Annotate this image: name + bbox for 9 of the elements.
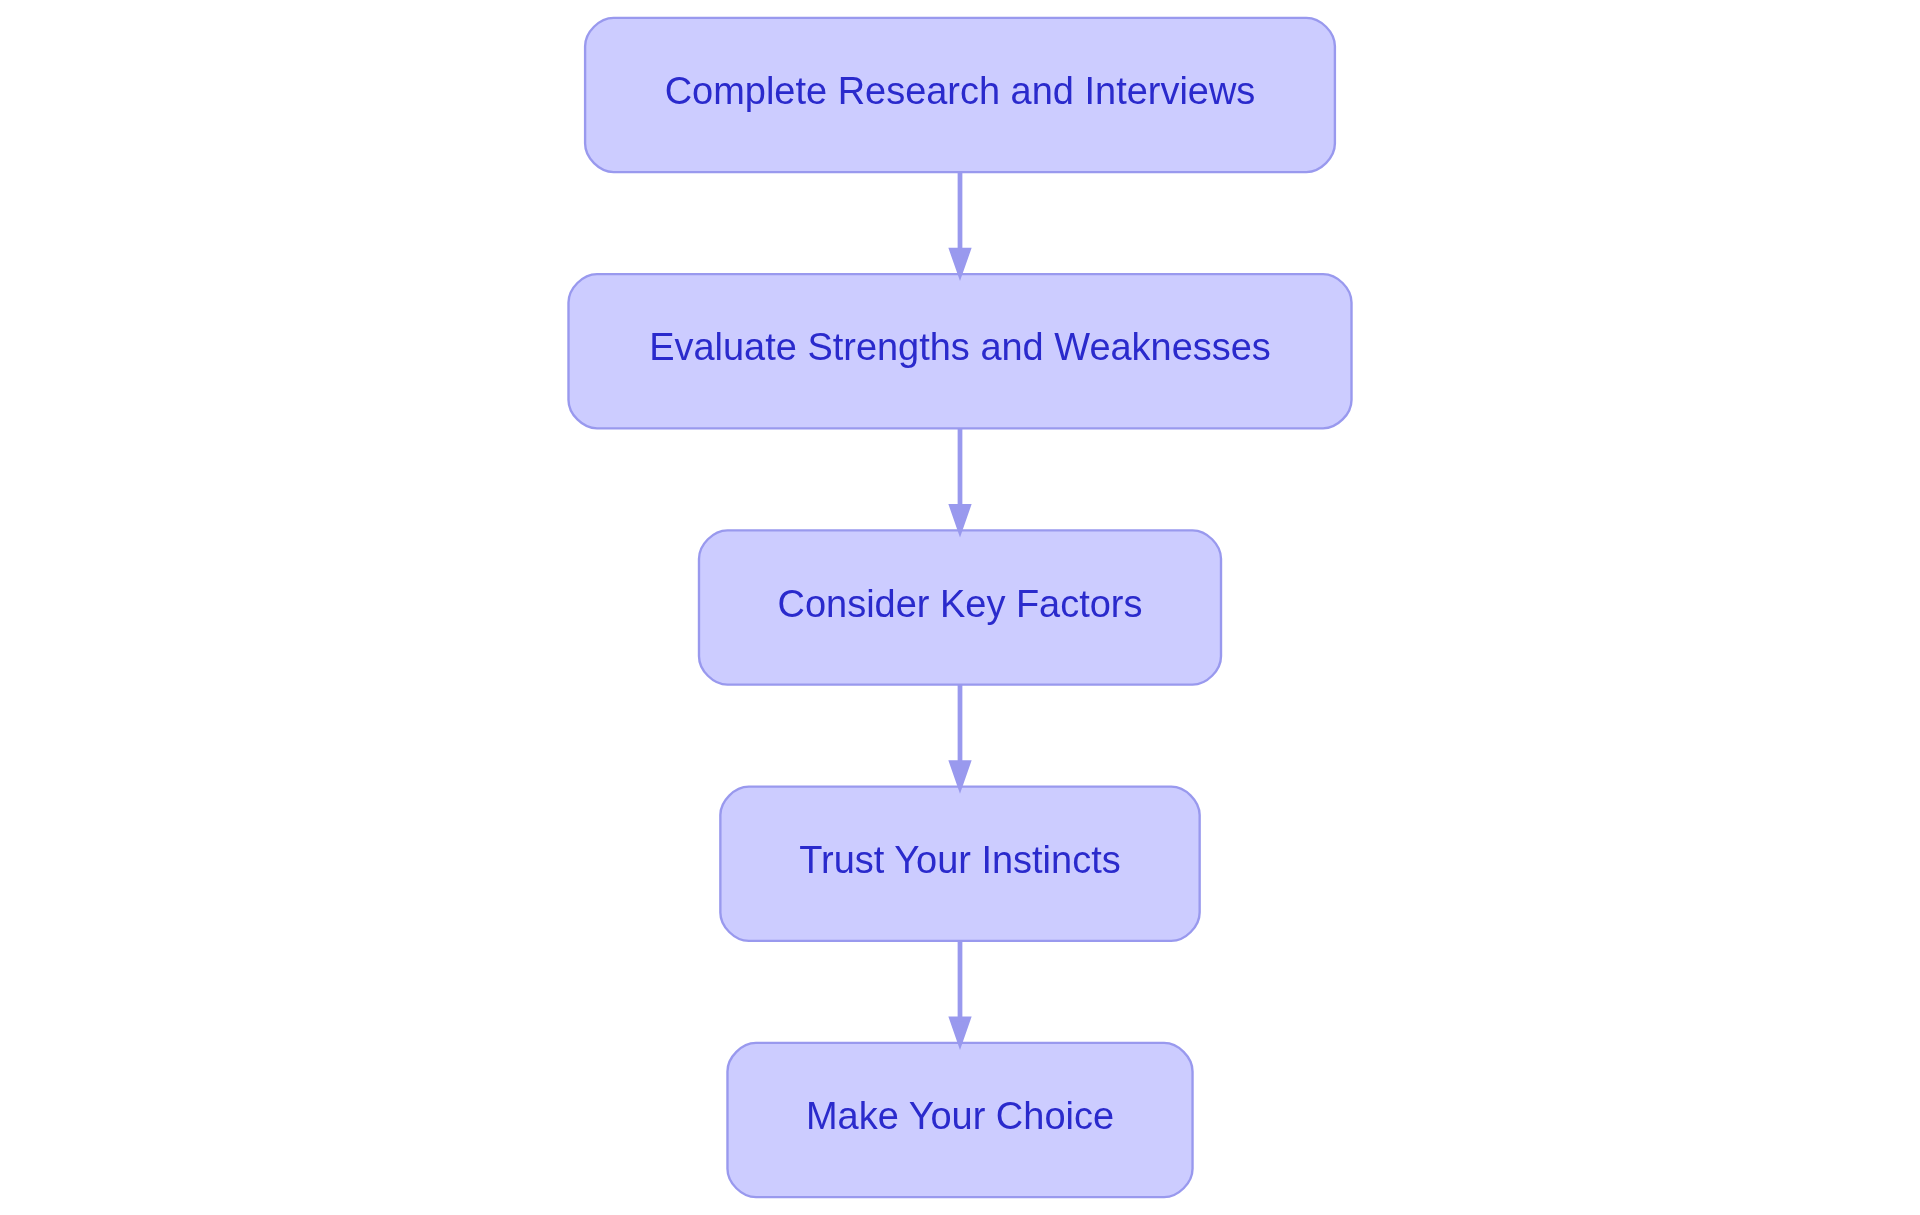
node-box: Make Your Choice — [726, 1041, 1194, 1199]
node-box: Consider Key Factors — [697, 529, 1223, 686]
arrow — [948, 172, 972, 282]
node-box: Complete Research and Interviews — [583, 16, 1337, 174]
arrow — [948, 940, 972, 1050]
node-box: Evaluate Strengths and Weaknesses — [567, 272, 1353, 430]
arrow — [948, 428, 972, 538]
arrow — [948, 684, 972, 794]
node-box: Trust Your Instincts — [719, 785, 1201, 943]
